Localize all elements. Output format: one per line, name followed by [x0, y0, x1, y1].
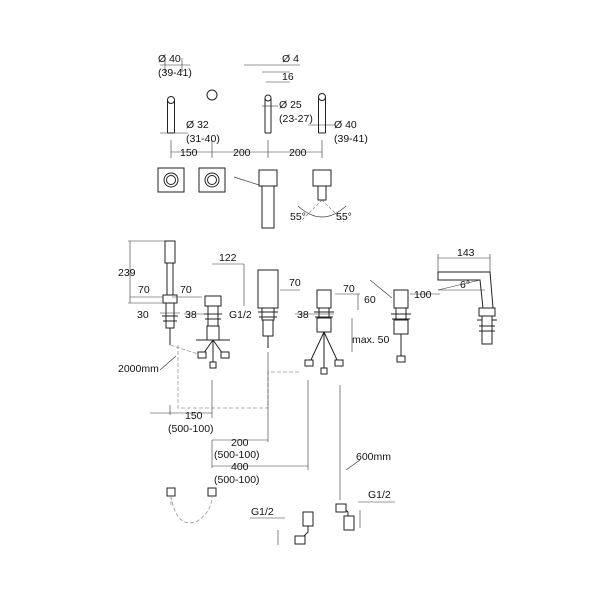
dim-70-spout: 70 — [289, 277, 301, 289]
valve-2-handle — [393, 289, 409, 309]
hose-loop — [170, 495, 213, 524]
fitting-bottom-2 — [207, 487, 217, 497]
shower-holder — [162, 294, 178, 304]
dim-range-31-40: (31-40) — [186, 133, 220, 145]
thread-g12-left: G1/2 — [251, 506, 274, 518]
dim-max-50: max. 50 — [352, 334, 390, 346]
connector-2c — [320, 367, 328, 375]
dim-range-23-27: (23-27) — [279, 113, 313, 125]
dim-spacing-200-a: 200 — [233, 147, 251, 159]
hose-route — [177, 345, 300, 409]
spout-body — [261, 185, 275, 229]
dim-400: 400 — [231, 461, 249, 473]
fitting-g12-left-elbow — [294, 535, 306, 545]
connector-2b — [334, 359, 344, 367]
connector-1b — [220, 351, 230, 359]
dim-200: 200 — [231, 437, 249, 449]
dim-dia-25: Ø 25 — [279, 99, 302, 111]
label-hose-600: 600mm — [356, 451, 391, 463]
handle-plate-2 — [198, 167, 226, 193]
label-hose-2000: 2000mm — [118, 363, 159, 375]
thread-g12-right: G1/2 — [368, 489, 391, 501]
angle-55-right: 55° — [336, 211, 352, 223]
spout-profile-shank — [481, 315, 493, 345]
dim-239: 239 — [118, 267, 136, 279]
angle-55-left: 55° — [290, 211, 306, 223]
handle-plate-1 — [157, 167, 185, 193]
valve-2-base — [393, 319, 409, 335]
dim-dia-40-right: Ø 40 — [334, 119, 357, 131]
dim-dia-4: Ø 4 — [282, 53, 299, 65]
dim-16: 16 — [282, 71, 294, 83]
dim-dia-32: Ø 32 — [186, 119, 209, 131]
diverter-base — [316, 317, 332, 333]
dim-spacing-150: 150 — [180, 147, 198, 159]
dim-38-right: 38 — [297, 309, 309, 321]
hand-shower-head — [164, 240, 176, 264]
spout-shank — [261, 307, 275, 321]
pipe-end-4 — [318, 93, 326, 101]
dim-143: 143 — [457, 247, 475, 259]
fitting-g12-right-body — [343, 515, 355, 531]
dim-122: 122 — [219, 252, 237, 264]
thread-g12-top: G1/2 — [229, 309, 252, 321]
dim-38-left: 38 — [185, 309, 197, 321]
dim-30: 30 — [137, 309, 149, 321]
connector-1a — [197, 351, 207, 359]
dim-200-range: (500-100) — [214, 449, 260, 461]
dim-70-right: 70 — [343, 283, 355, 295]
spout-base — [258, 169, 278, 187]
side-view: 239 70 30 38 70 122 — [118, 240, 497, 545]
fitting-g12-left — [302, 511, 314, 527]
pipe-end-2 — [206, 89, 218, 101]
spout-nut — [262, 319, 274, 337]
spout-column — [257, 269, 279, 309]
dim-angle-6: 6° — [460, 279, 470, 291]
fitting-g12-right — [335, 503, 347, 513]
dim-150: 150 — [185, 410, 203, 422]
dim-spacing-200-b: 200 — [289, 147, 307, 159]
dim-150-range: (500-100) — [168, 423, 214, 435]
dim-60: 60 — [364, 294, 376, 306]
diverter-plate — [312, 169, 332, 187]
pipe-end-3 — [264, 94, 272, 102]
diverter-handle — [316, 289, 332, 309]
connector-1c — [209, 361, 217, 369]
dim-dia-40-left: Ø 40 — [158, 53, 181, 65]
connector-3 — [396, 355, 406, 363]
dim-100: 100 — [414, 289, 432, 301]
valve-1-base — [206, 325, 220, 341]
valve-1-body — [207, 305, 219, 327]
spout-profile-base — [478, 307, 496, 317]
valve-1-handle — [204, 295, 222, 307]
pipe-end-1 — [167, 96, 175, 104]
dim-range-39-41-left: (39-41) — [158, 67, 192, 79]
dim-400-range: (500-100) — [214, 474, 260, 486]
fitting-bottom-1 — [166, 487, 176, 497]
dim-70-mid: 70 — [180, 284, 192, 296]
plan-view: 55° 55° — [157, 167, 352, 229]
dim-range-39-41-right: (39-41) — [334, 133, 368, 145]
dim-70-left: 70 — [138, 284, 150, 296]
top-dimension-view: Ø 40 (39-41) Ø 4 16 Ø 32 (31-40) Ø 25 (2… — [158, 53, 368, 159]
connector-2a — [304, 359, 314, 367]
hand-shower-handle — [166, 262, 174, 296]
